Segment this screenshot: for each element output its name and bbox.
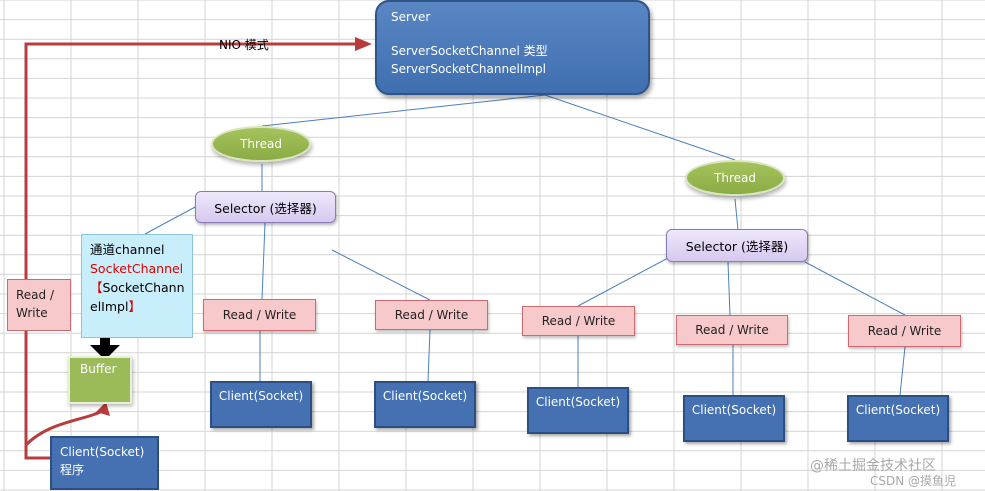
program-to-buffer-arrow-head	[96, 402, 110, 416]
double-arrow-down	[90, 345, 120, 360]
selector1-to-rw1-line	[261, 222, 266, 300]
selector2-to-rw4-line	[727, 261, 731, 316]
server-channel-impl: ServerSocketChannelImpl	[391, 62, 546, 76]
client-socket-box-2: Client(Socket)	[374, 381, 476, 428]
channel-impl-line1: 【SocketChann	[90, 280, 185, 295]
thread-node-1: Thread	[211, 126, 311, 162]
read-write-box-3: Read / Write	[522, 306, 635, 336]
nio-arrow-head	[355, 37, 372, 51]
read-write-box-5: Read / Write	[848, 315, 961, 347]
buffer-box: Buffer	[68, 356, 132, 404]
rw5-to-client5-line	[899, 346, 906, 396]
channel-title: 通道channel	[90, 242, 165, 257]
read-write-box-4: Read / Write	[676, 315, 788, 345]
server-to-thread1-line	[261, 94, 546, 127]
double-arrow-shaft	[100, 330, 110, 348]
channel-type: SocketChannel	[90, 261, 184, 276]
selector2-to-rw5-line	[804, 261, 906, 316]
server-title: Server	[391, 10, 431, 24]
client-socket-box-1: Client(Socket)	[210, 381, 312, 428]
selector1-to-channel-line	[144, 205, 198, 235]
thread2-to-selector2-line	[734, 198, 739, 231]
watermark-csdn: CSDN @摸鱼児	[870, 474, 957, 488]
read-write-box-1: Read / Write	[203, 299, 316, 331]
client-socket-box-3: Client(Socket)	[527, 387, 629, 434]
rw2-to-client2-line	[427, 329, 431, 382]
channel-impl-line2: elImpl】	[90, 299, 141, 314]
nio-arrow-path	[24, 42, 355, 460]
thread-node-2: Thread	[685, 160, 785, 196]
program-to-buffer-arrow	[24, 408, 104, 447]
side-read-write-box: Read / Write	[7, 279, 71, 331]
server-to-thread2-line	[544, 94, 736, 161]
selector-box-2: Selector (选择器)	[666, 229, 808, 262]
server-channel-type: ServerSocketChannel 类型	[391, 44, 548, 58]
read-write-box-2: Read / Write	[375, 300, 488, 330]
selector1-to-rw2-line	[331, 249, 431, 301]
selector2-to-rw3-line	[577, 257, 669, 307]
selector-box-1: Selector (选择器)	[195, 191, 336, 223]
client-socket-box-4: Client(Socket)	[683, 395, 785, 442]
client-program-box: Client(Socket) 程序	[50, 436, 159, 490]
nio-mode-label: NIO 模式	[219, 38, 269, 52]
client-socket-box-5: Client(Socket)	[847, 395, 949, 442]
channel-box: 通道channel SocketChannel 【SocketChann elI…	[81, 234, 193, 338]
watermark-juejin: @稀土掘金技术社区	[810, 458, 936, 474]
server-box: Server ServerSocketChannel 类型 ServerSock…	[375, 0, 650, 95]
